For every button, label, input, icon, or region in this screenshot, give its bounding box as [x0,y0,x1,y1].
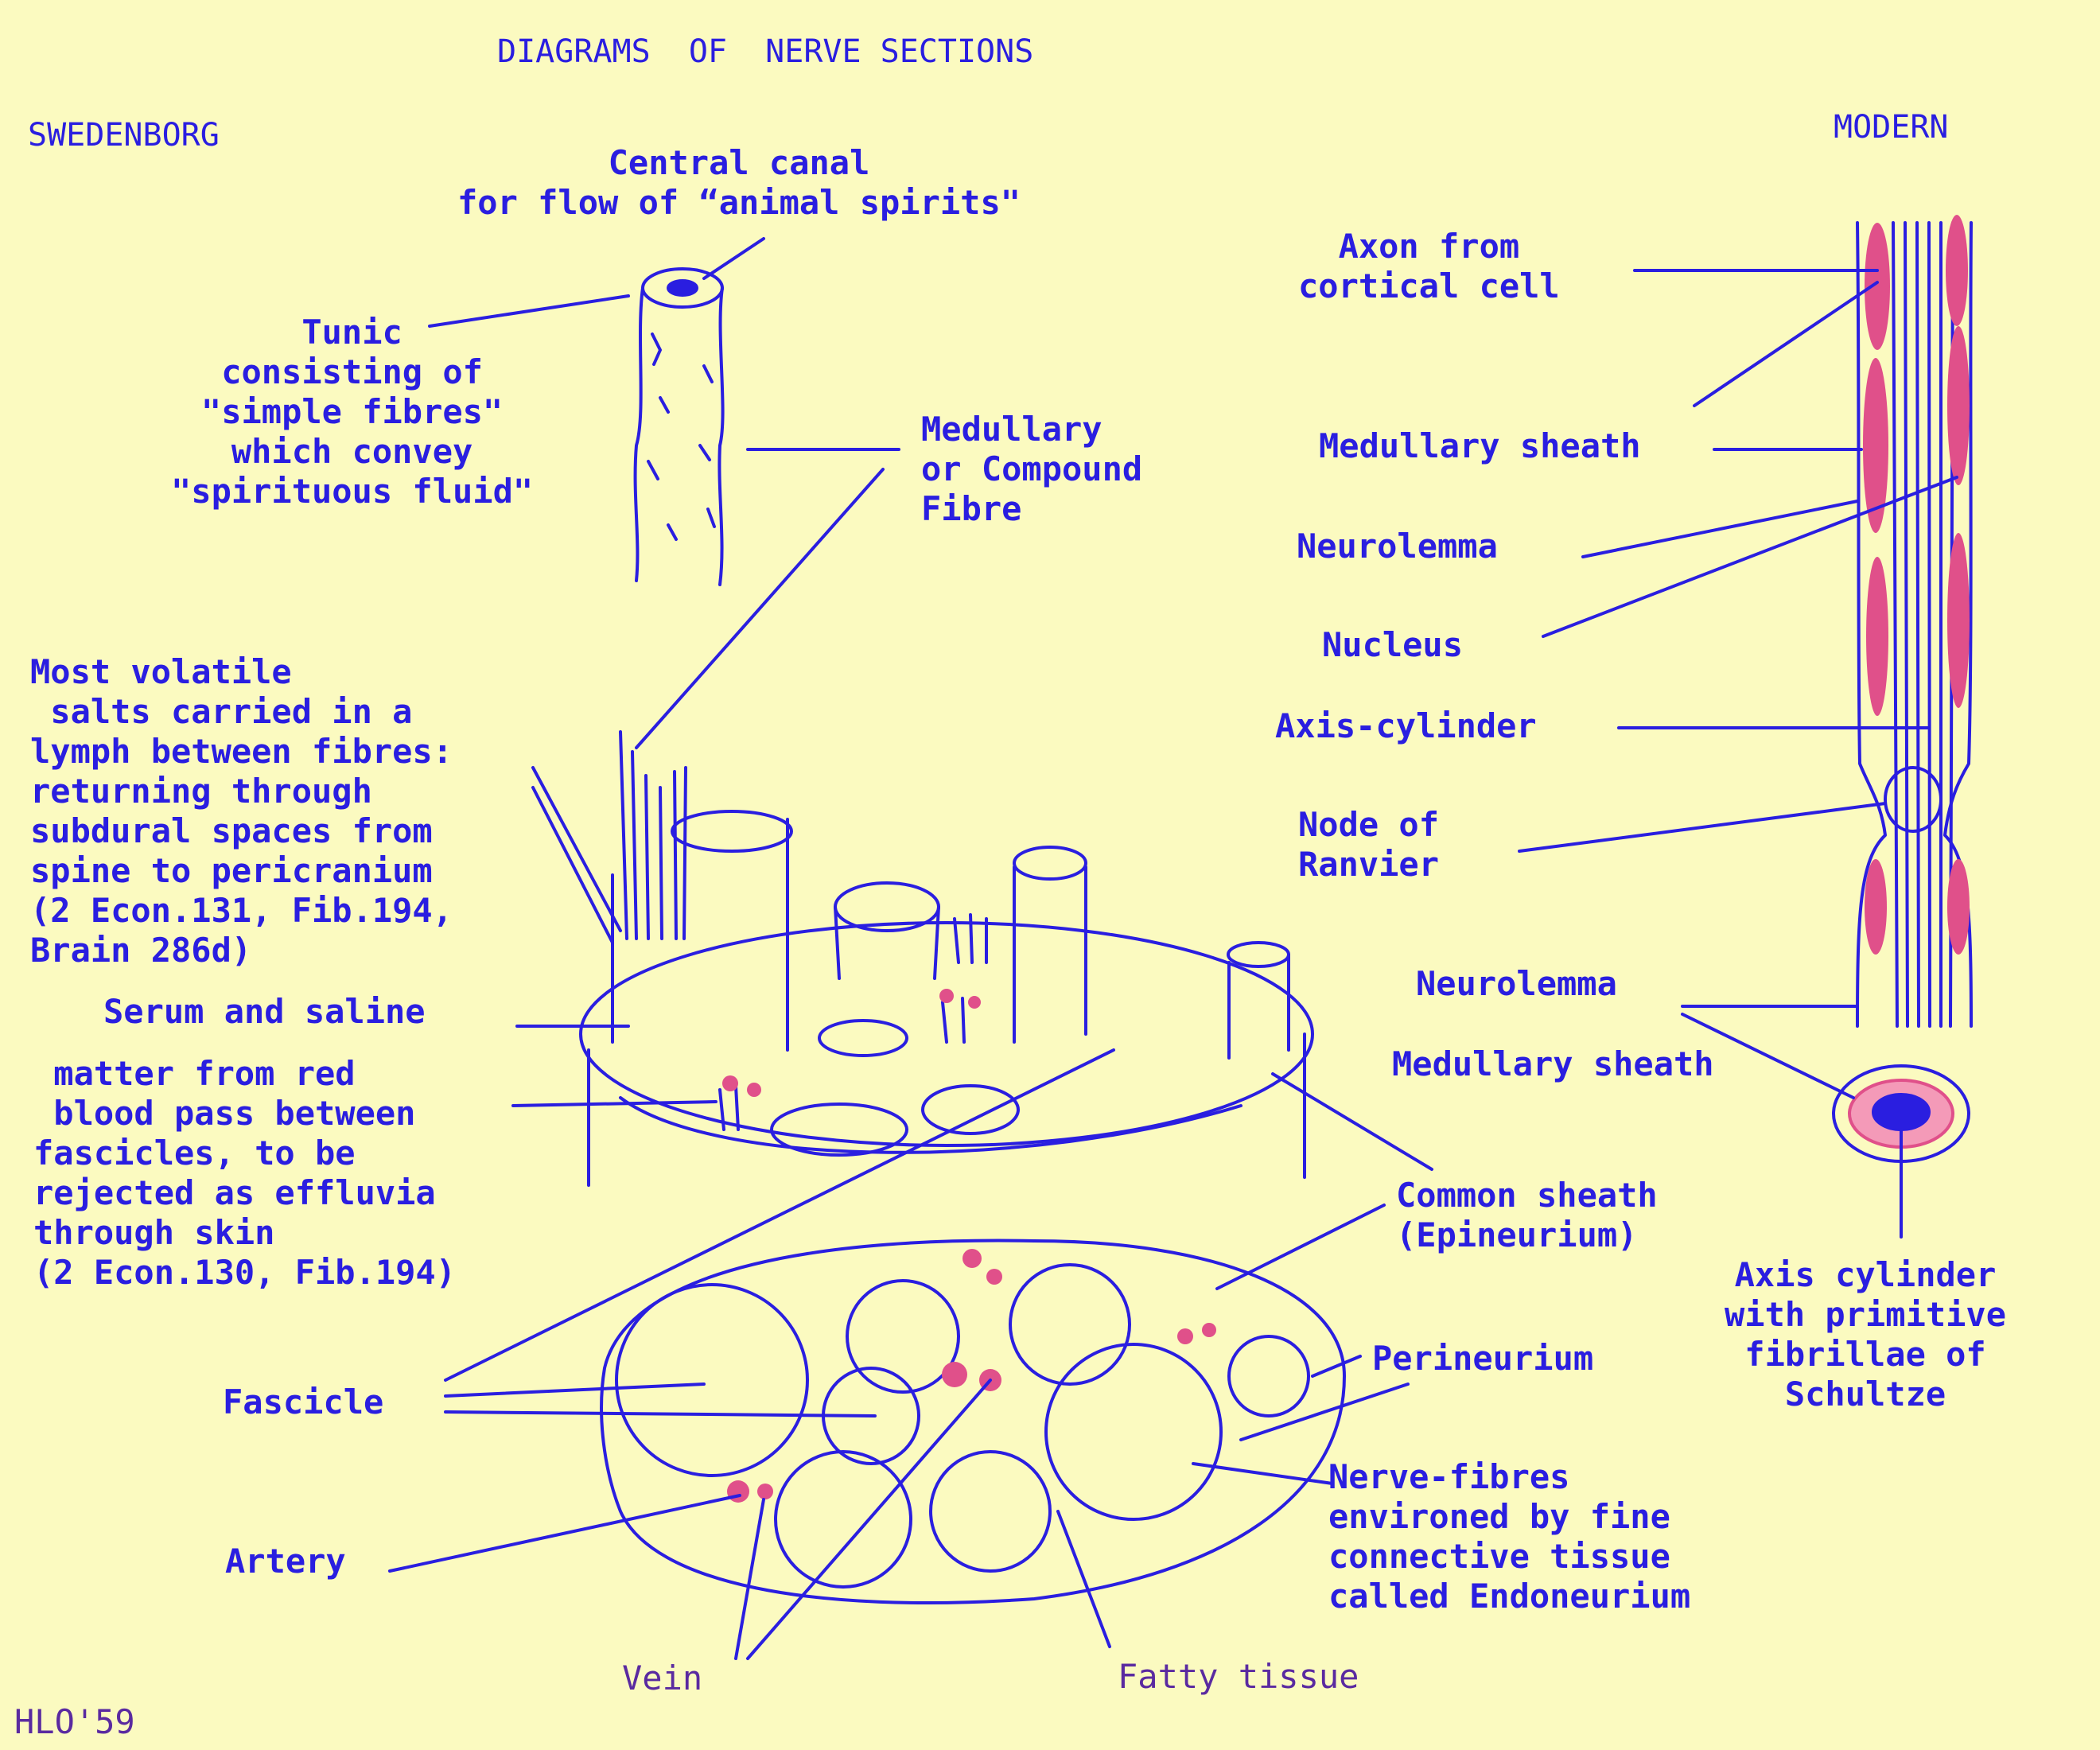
label-axis-cylinder-fibrillae: Axis cylinder with primitive fibrillae o… [1725,1255,2007,1414]
label-neurolemma-2: Neurolemma [1416,964,1617,1003]
label-nerve-fibres-endoneurium: Nerve-fibres environed by fine connectiv… [1328,1457,1691,1616]
signature-hlo59: HLO'59 [14,1702,135,1741]
label-central-canal: Central canal for flow of “animal spirit… [457,143,1021,222]
swedenborg-compound-bundle [579,730,1314,1187]
label-common-sheath: Common sheath (Epineurium) [1396,1176,1658,1254]
label-axon-cortical-cell: Axon from cortical cell [1298,227,1560,305]
left-heading-swedenborg: SWEDENBORG [28,117,220,154]
label-axis-cylinder-1: Axis-cylinder [1275,706,1537,745]
label-artery: Artery [225,1542,346,1581]
label-serum-saline: Serum and saline [103,992,426,1031]
label-nucleus: Nucleus [1322,625,1464,664]
label-medullary-compound-fibre: Medullary or Compound Fibre [921,410,1143,528]
label-matter-red-blood: matter from red blood pass between fasci… [33,1054,457,1292]
label-perineurium: Perineurium [1372,1339,1594,1378]
label-tunic: Tunic consisting of "simple fibres" whic… [171,313,534,511]
diagram-title: DIAGRAMS OF NERVE SECTIONS [497,33,1034,70]
label-fatty-tissue: Fatty tissue [1118,1657,1359,1696]
label-vein: Vein [622,1659,703,1698]
cross-section-vessels [727,1249,1216,1503]
label-fascicle: Fascicle [223,1382,384,1421]
right-heading-modern: MODERN [1834,109,1949,146]
label-volatile-salts: Most volatile salts carried in a lymph b… [30,652,453,970]
label-medullary-sheath-2: Medullary sheath [1392,1044,1714,1083]
modern-fibre-longitudinal [1856,221,1973,1028]
bundle-vessels [722,989,981,1097]
leader-lines [388,237,1958,1660]
nerve-cross-section [600,1239,1346,1605]
swedenborg-single-fibre [633,267,725,586]
modern-medullary-segments [1863,215,1970,955]
label-medullary-sheath-1: Medullary sheath [1319,426,1641,465]
label-node-of-ranvier: Node of Ranvier [1298,805,1440,884]
label-neurolemma-1: Neurolemma [1297,527,1498,566]
